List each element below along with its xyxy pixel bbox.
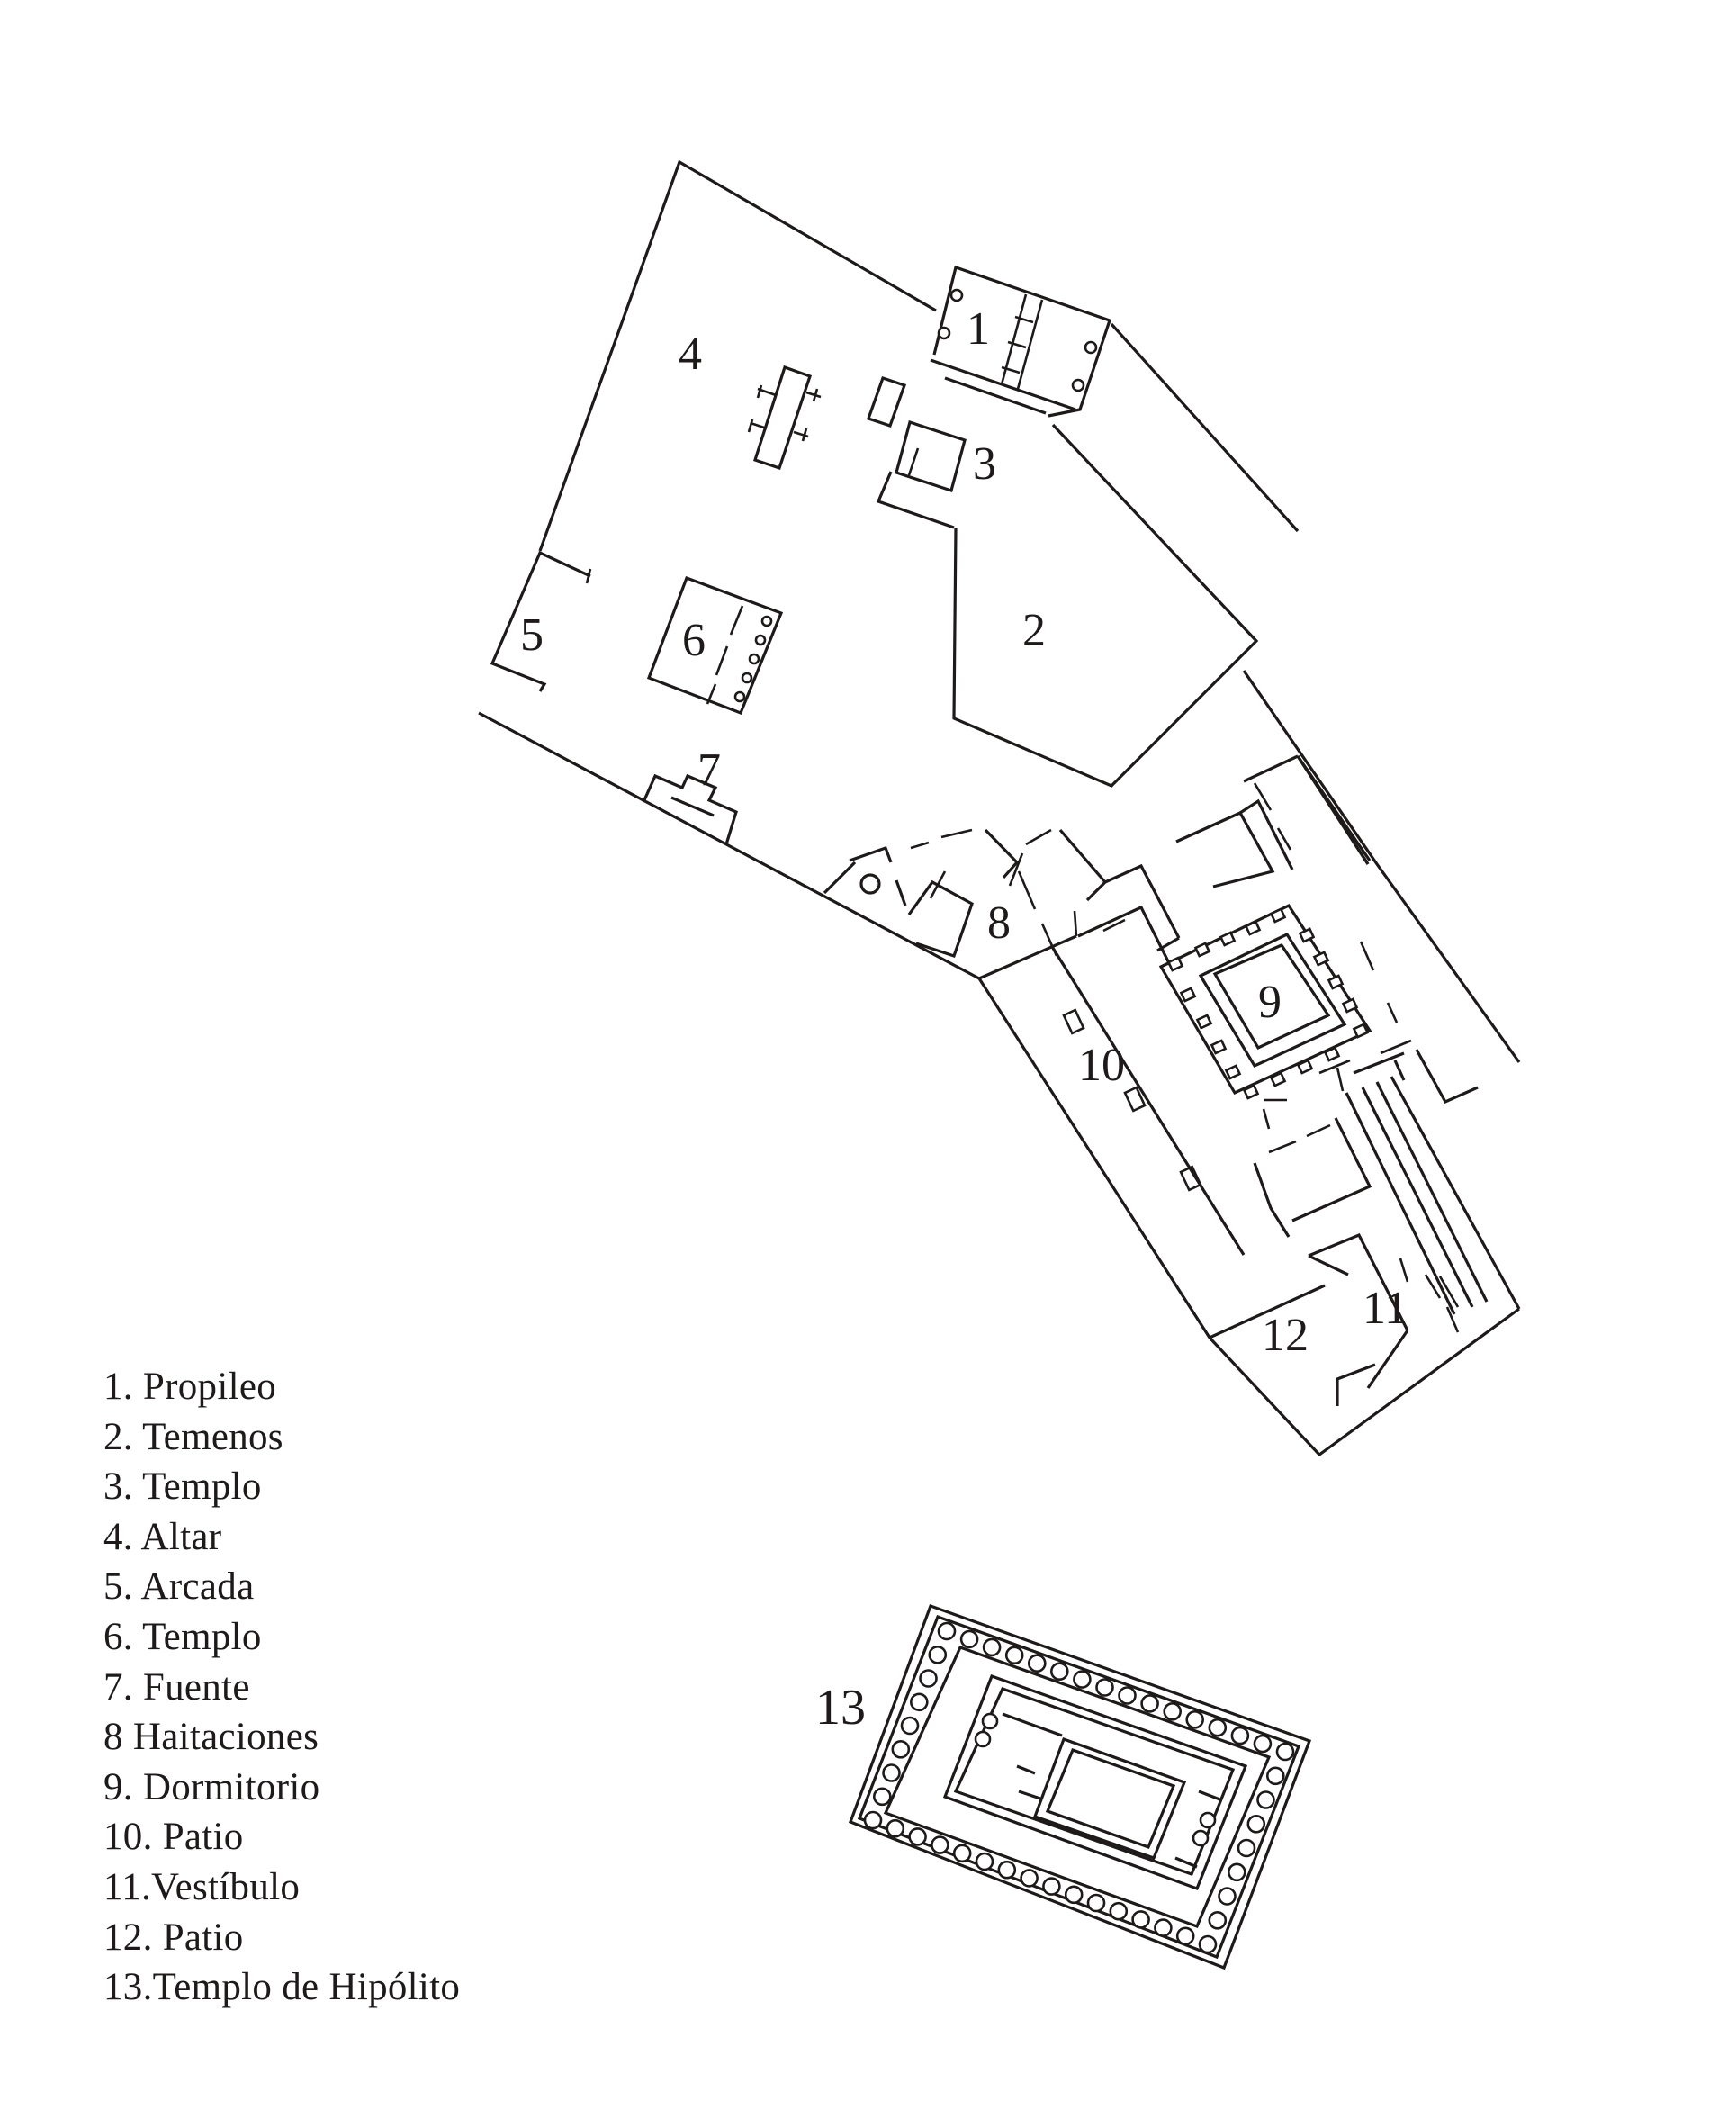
peristyle-column (1237, 1838, 1256, 1858)
legend-item: 4. Altar (103, 1515, 222, 1558)
peristyle-column (908, 1827, 927, 1846)
legend-item: 1. Propileo (103, 1366, 277, 1408)
peristyle-column (952, 1844, 972, 1863)
peristyle-column (1118, 1686, 1137, 1705)
peristyle-column (1095, 1678, 1114, 1697)
peristyle-column (1266, 1766, 1285, 1786)
peristyle-column (909, 1692, 929, 1712)
hippolytus-peristyle-columns (863, 1621, 1295, 1954)
peristyle-column (1175, 1926, 1195, 1946)
fountain (642, 773, 738, 845)
peristyle-column (872, 1787, 892, 1807)
legend-item: 11.Vestíbulo (103, 1865, 301, 1908)
label-8: 8 (987, 897, 1011, 949)
legend-item: 6. Templo (103, 1615, 262, 1658)
peristyle-column (1230, 1726, 1250, 1745)
peristyle-column (975, 1852, 994, 1871)
peristyle-column (1020, 1869, 1039, 1888)
peristyle-column (1163, 1702, 1182, 1721)
peristyle-column (900, 1716, 920, 1736)
legend-item: 7. Fuente (103, 1665, 250, 1709)
temenos (952, 423, 1259, 788)
legend-item: 8 Haitaciones (103, 1716, 319, 1759)
peristyle-column (1246, 1815, 1266, 1834)
temple-6 (646, 575, 784, 716)
peristyle-column (982, 1637, 1002, 1657)
peristyle-column (1050, 1662, 1069, 1681)
altar (747, 365, 822, 471)
peristyle-column (891, 1740, 911, 1759)
peristyle-column (1131, 1910, 1150, 1929)
label-2: 2 (1022, 605, 1046, 656)
legend-item: 10. Patio (103, 1816, 244, 1859)
label-13: 13 (815, 1680, 866, 1736)
dormitory-complex (977, 670, 1521, 1457)
peristyle-column (1228, 1862, 1246, 1882)
peristyle-column (886, 1818, 905, 1838)
peristyle-column (1109, 1901, 1129, 1921)
legend: 1. Propileo 2. Temenos 3. Templo 4. Alta… (103, 1362, 460, 2013)
peristyle-column (928, 1646, 948, 1664)
label-6: 6 (682, 615, 706, 666)
label-11: 11 (1363, 1283, 1408, 1334)
peristyle-column (997, 1860, 1017, 1880)
label-12: 12 (1262, 1310, 1309, 1361)
label-3: 3 (973, 438, 996, 490)
peristyle-column (1140, 1694, 1159, 1713)
legend-item: 5. Arcada (103, 1565, 255, 1609)
temple-of-hippolytus (848, 1603, 1312, 1970)
label-1: 1 (967, 303, 990, 355)
peristyle-column (1042, 1877, 1061, 1896)
label-5: 5 (520, 609, 544, 661)
arcade (490, 550, 592, 692)
peristyle-column (1086, 1893, 1106, 1913)
peristyle-column (882, 1763, 901, 1782)
peristyle-column (1256, 1790, 1275, 1809)
label-10: 10 (1078, 1040, 1125, 1091)
peristyle-column (863, 1810, 883, 1830)
peristyle-column (931, 1835, 949, 1854)
legend-item: 3. Templo (103, 1465, 262, 1509)
propileo (930, 265, 1112, 418)
rooms-8 (823, 828, 1108, 980)
peristyle-column (1208, 1911, 1228, 1930)
legend-item: 2. Temenos (103, 1415, 283, 1458)
peristyle-column (937, 1621, 957, 1641)
legend-item: 13.Templo de Hipólito (103, 1966, 461, 2009)
peristyle-column (1004, 1646, 1024, 1665)
peristyle-column (959, 1629, 979, 1649)
peristyle-column (1218, 1887, 1237, 1906)
peristyle-column (1275, 1742, 1295, 1762)
peristyle-column (1064, 1885, 1084, 1905)
sanctuary-enclosure (478, 159, 1300, 980)
peristyle-column (1154, 1918, 1173, 1937)
legend-item: 12. Patio (103, 1916, 244, 1959)
plan-labels: 1 2 3 4 5 6 7 8 9 10 11 12 13 (520, 303, 1408, 1736)
label-7: 7 (697, 744, 721, 796)
peristyle-column (919, 1669, 938, 1688)
label-9: 9 (1258, 977, 1282, 1028)
legend-item: 9. Dormitorio (103, 1765, 320, 1808)
peristyle-column (1253, 1734, 1273, 1754)
peristyle-column (1028, 1654, 1047, 1673)
peristyle-column (1208, 1718, 1228, 1737)
temple-3 (866, 375, 967, 529)
peristyle-column (1073, 1670, 1092, 1689)
label-4: 4 (679, 329, 702, 380)
peristyle-column (1198, 1934, 1218, 1954)
peristyle-column (1185, 1710, 1204, 1729)
